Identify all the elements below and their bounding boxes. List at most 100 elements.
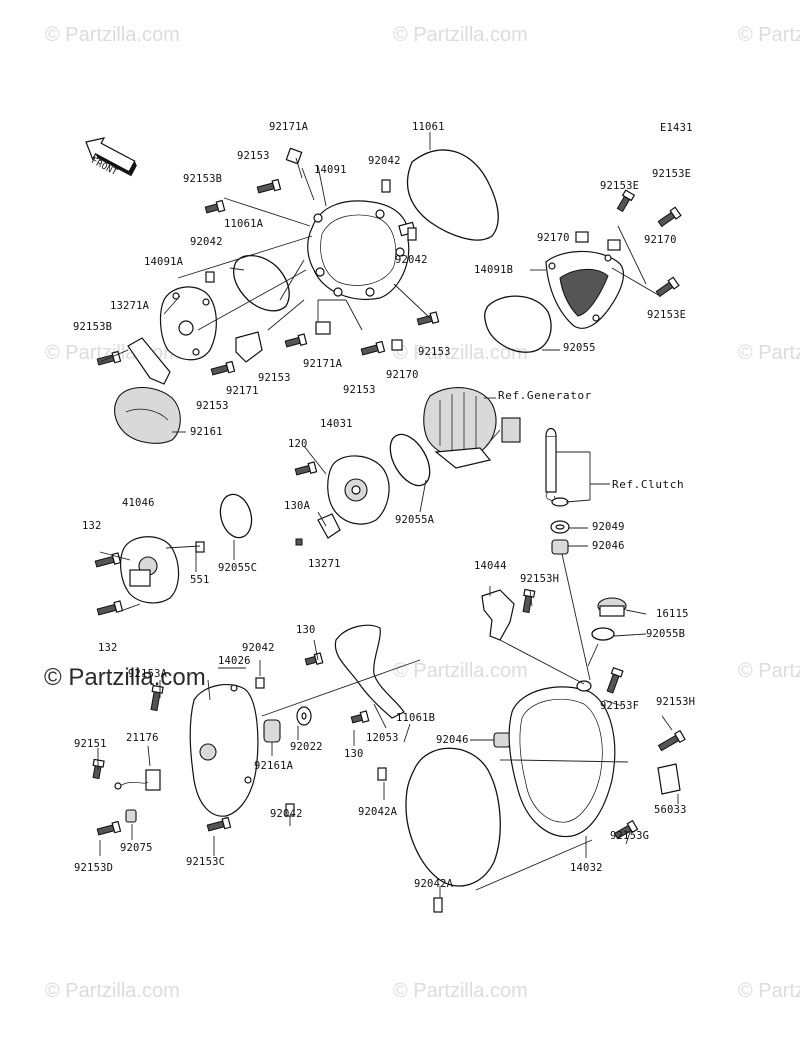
clamp-92171A bbox=[285, 147, 331, 335]
part-label[interactable]: 92153B bbox=[73, 321, 113, 333]
gasket-11061 bbox=[406, 149, 499, 241]
part-label[interactable]: 41046 bbox=[122, 497, 155, 509]
part-label[interactable]: 92153 bbox=[237, 150, 270, 162]
pickup-21176 bbox=[114, 769, 161, 791]
oring-92055B bbox=[591, 627, 615, 641]
part-label[interactable]: 92042 bbox=[368, 155, 401, 167]
pump-cover-41046 bbox=[120, 536, 180, 604]
part-label[interactable]: 14091A bbox=[144, 256, 184, 268]
part-label[interactable]: 92153H bbox=[520, 573, 560, 585]
part-label[interactable]: 130A bbox=[284, 500, 311, 512]
part-label[interactable]: 120 bbox=[288, 438, 308, 450]
part-label[interactable]: 92075 bbox=[120, 842, 153, 854]
part-label[interactable]: 92153E bbox=[647, 309, 687, 321]
part-label[interactable]: 130 bbox=[296, 624, 316, 636]
part-label[interactable]: 92153G bbox=[610, 830, 650, 842]
watermark: © Partzilla.com bbox=[45, 24, 180, 46]
part-label[interactable]: 92171A bbox=[269, 121, 309, 133]
part-label[interactable]: 92153A bbox=[128, 668, 168, 680]
leader-lines bbox=[97, 132, 679, 898]
watermark: © Partzilla.com bbox=[738, 24, 800, 46]
part-label[interactable]: 92022 bbox=[290, 741, 323, 753]
part-label[interactable]: 92055C bbox=[218, 562, 258, 574]
part-label[interactable]: 130 bbox=[344, 748, 364, 760]
part-label[interactable]: 92170 bbox=[537, 232, 570, 244]
grommet-92075 bbox=[125, 809, 137, 823]
part-label[interactable]: 92151 bbox=[74, 738, 107, 750]
part-label[interactable]: 92153B bbox=[183, 173, 223, 185]
part-label[interactable]: 12053 bbox=[366, 732, 399, 744]
part-label[interactable]: 92055B bbox=[646, 628, 686, 640]
part-label[interactable]: 92161 bbox=[190, 426, 223, 438]
part-label[interactable]: 92153D bbox=[74, 862, 114, 874]
part-label[interactable]: 56033 bbox=[654, 804, 687, 816]
collar-92046 bbox=[493, 539, 569, 748]
ref-generator-label[interactable]: Ref.Generator bbox=[498, 389, 592, 402]
part-label[interactable]: 92153 bbox=[343, 384, 376, 396]
part-label[interactable]: 16115 bbox=[656, 608, 689, 620]
gasket-11061B bbox=[405, 747, 501, 887]
part-label[interactable]: 132 bbox=[98, 642, 118, 654]
part-label[interactable]: 92170 bbox=[386, 369, 419, 381]
pulser-cover-14026 bbox=[189, 683, 259, 817]
clamp-92170 bbox=[391, 231, 621, 351]
part-label[interactable]: 14031 bbox=[320, 418, 353, 430]
part-label[interactable]: 13271 bbox=[308, 558, 341, 570]
part-label[interactable]: 14044 bbox=[474, 560, 507, 572]
part-label[interactable]: 551 bbox=[190, 574, 210, 586]
seal-92049 bbox=[550, 520, 570, 534]
part-label[interactable]: 11061 bbox=[412, 121, 445, 133]
oring-92055C bbox=[219, 493, 253, 539]
part-label[interactable]: 92046 bbox=[436, 734, 469, 746]
part-label[interactable]: 92153F bbox=[600, 700, 640, 712]
part-label[interactable]: 11061B bbox=[396, 712, 436, 724]
part-label[interactable]: 92171A bbox=[303, 358, 343, 370]
part-label[interactable]: 92049 bbox=[592, 521, 625, 533]
cover-14031 bbox=[327, 455, 390, 525]
part-label[interactable]: 92153 bbox=[418, 346, 451, 358]
part-label[interactable]: 92042 bbox=[395, 254, 428, 266]
part-label[interactable]: 92042 bbox=[190, 236, 223, 248]
watermark: © Partzilla.com bbox=[738, 342, 800, 364]
part-label[interactable]: 92042 bbox=[242, 642, 275, 654]
arm-12053 bbox=[334, 624, 405, 719]
cover-92161 bbox=[114, 387, 181, 444]
watermark: © Partzilla.com bbox=[393, 980, 528, 1002]
part-label[interactable]: 92161A bbox=[254, 760, 294, 772]
part-label[interactable]: 92153E bbox=[600, 180, 640, 192]
part-label[interactable]: 14091B bbox=[474, 264, 514, 276]
generator-cover-14091 bbox=[307, 200, 416, 300]
bracket-13271A bbox=[127, 337, 171, 385]
part-label[interactable]: 92153E bbox=[652, 168, 692, 180]
part-label[interactable]: 13271A bbox=[110, 300, 150, 312]
generator-stator bbox=[423, 387, 521, 469]
washer-92022 bbox=[296, 706, 312, 726]
ref-clutch-label[interactable]: Ref.Clutch bbox=[612, 478, 685, 491]
label-56033 bbox=[657, 763, 681, 795]
bolt-icons bbox=[92, 178, 686, 913]
part-label[interactable]: 11061A bbox=[224, 218, 264, 230]
part-label[interactable]: 92153C bbox=[186, 856, 226, 868]
part-label[interactable]: 92153H bbox=[656, 696, 696, 708]
watermark: © Partzilla.com bbox=[393, 24, 528, 46]
part-label[interactable]: 14091 bbox=[314, 164, 347, 176]
part-label[interactable]: 92170 bbox=[644, 234, 677, 246]
part-label[interactable]: 92153 bbox=[258, 372, 291, 384]
part-label[interactable]: 92046 bbox=[592, 540, 625, 552]
clutch-cable bbox=[545, 427, 569, 507]
part-label[interactable]: 92171 bbox=[226, 385, 259, 397]
part-label[interactable]: 92055A bbox=[395, 514, 435, 526]
part-label[interactable]: 92042 bbox=[270, 808, 303, 820]
part-label[interactable]: 14032 bbox=[570, 862, 603, 874]
part-label[interactable]: 21176 bbox=[126, 732, 159, 744]
clutch-cover-14032 bbox=[508, 680, 616, 838]
diagram-code: E1431 bbox=[660, 122, 693, 134]
part-label[interactable]: 92055 bbox=[563, 342, 596, 354]
part-label[interactable]: 92042A bbox=[358, 806, 398, 818]
part-label[interactable]: 14026 bbox=[218, 655, 251, 667]
gasket-11061A bbox=[233, 255, 290, 312]
part-label[interactable]: 92042A bbox=[414, 878, 454, 890]
part-label[interactable]: 132 bbox=[82, 520, 102, 532]
cap-16115 bbox=[597, 597, 627, 617]
part-label[interactable]: 92153 bbox=[196, 400, 229, 412]
